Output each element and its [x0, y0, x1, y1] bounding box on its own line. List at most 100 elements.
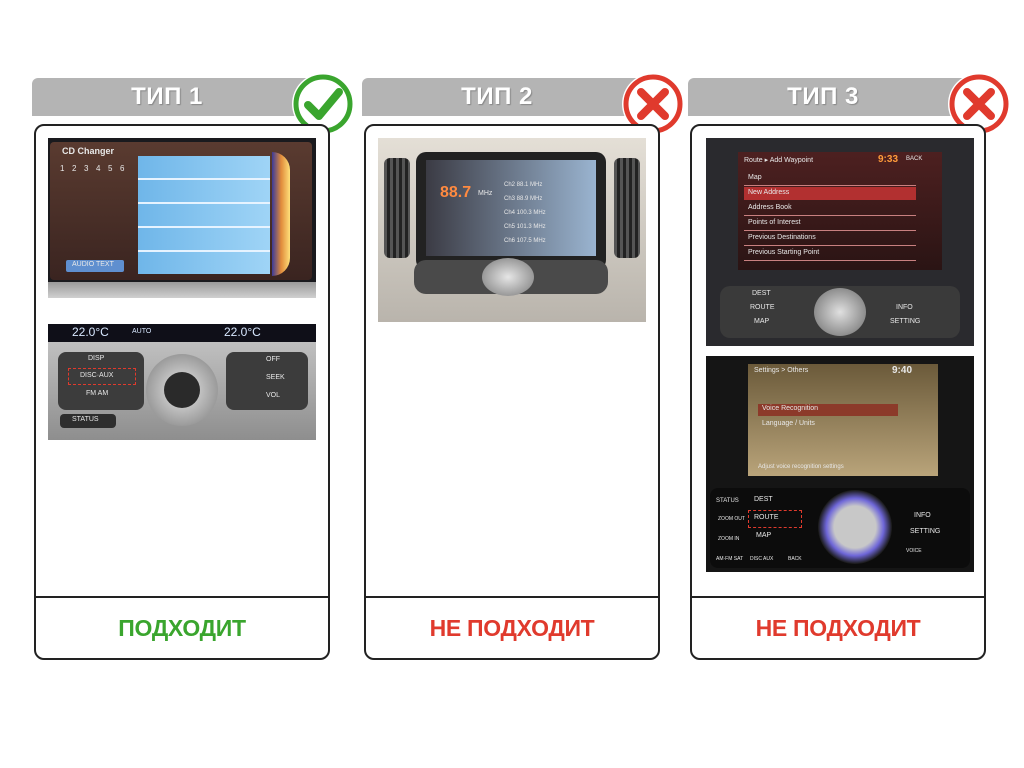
disc-aux-button[interactable]: DISC AUX [750, 556, 774, 562]
info-button[interactable]: INFO [896, 304, 913, 311]
settings-item[interactable]: Language / Units [762, 420, 815, 427]
radio-preset: Ch6 107.5 MHz [504, 238, 546, 244]
status-label: НЕ ПОДХОДИТ [429, 615, 595, 641]
radio-frequency: 88.7 [440, 184, 472, 201]
disc-slot: 5 [108, 164, 113, 173]
nav-menu-item[interactable]: Map [744, 172, 916, 186]
setting-button[interactable]: SETTING [890, 318, 921, 325]
nav-menu-item[interactable]: Points of Interest [744, 217, 916, 231]
nav-menu-item[interactable]: Address Book [744, 202, 916, 216]
disc-slot: 1 [60, 164, 65, 173]
status-label: НЕ ПОДХОДИТ [755, 615, 921, 641]
zoom-in-button[interactable]: ZOOM IN [718, 536, 740, 542]
nav-menu-item-selected[interactable]: New Address [744, 187, 916, 200]
info-button[interactable]: INFO [914, 512, 931, 519]
audio-text-button[interactable]: AUDIO TEXT [66, 260, 124, 272]
disc-aux-button[interactable]: DISC·AUX [80, 372, 114, 379]
fm-am-button[interactable]: FM AM [86, 390, 109, 397]
control-knob[interactable] [146, 354, 218, 426]
disc-slots: 1 2 3 4 5 6 [60, 162, 134, 176]
settings-display: Settings > Others 9:40 Voice Recognition… [748, 364, 938, 476]
settings-title: Settings > Others [754, 367, 809, 374]
radio-display: 88.7 MHz Ch2 88.1 MHz Ch3 88.9 MHz Ch4 1… [426, 160, 596, 256]
radio-preset: Ch3 88.9 MHz [504, 196, 543, 202]
control-knob[interactable] [818, 490, 892, 564]
radio-unit: MHz [478, 190, 493, 197]
status-button[interactable]: STATUS [716, 498, 739, 504]
disc-slot: 2 [72, 164, 77, 173]
map-button[interactable]: MAP [756, 532, 772, 539]
dash-trim [48, 282, 316, 298]
climate-display: 22.0°C AUTO 22.0°C [48, 324, 316, 342]
status-label: ПОДХОДИТ [118, 615, 246, 641]
off-button[interactable]: OFF [266, 356, 280, 363]
card-type-2: 88.7 MHz Ch2 88.1 MHz Ch3 88.9 MHz Ch4 1… [364, 124, 660, 660]
screen-title: CD Changer [62, 146, 115, 156]
climate-mode: AUTO [132, 328, 152, 335]
photo-cd-changer-screen: CD Changer 1 2 3 4 5 6 AUDIO TEXT [48, 138, 316, 298]
tab-label: ТИП 3 [787, 83, 859, 110]
tab-label: ТИП 1 [131, 83, 203, 110]
status-button[interactable]: STATUS [60, 414, 116, 428]
radio-preset: Ch4 100.3 MHz [504, 210, 546, 216]
setting-button[interactable]: SETTING [910, 528, 941, 535]
right-button-cluster: OFF SEEK VOL [226, 352, 308, 410]
check-icon [292, 73, 354, 135]
card-divider [36, 596, 328, 598]
voice-button[interactable]: VOICE [906, 548, 922, 554]
back-button[interactable]: BACK [788, 556, 802, 562]
highlight-disc-aux [68, 368, 136, 385]
route-button[interactable]: ROUTE [750, 304, 775, 311]
disc-slot: 4 [96, 164, 101, 173]
nav-display: Route ▸ Add Waypoint 9:33 BACK Map New A… [738, 152, 942, 270]
card-type-3: Route ▸ Add Waypoint 9:33 BACK Map New A… [690, 124, 986, 660]
card-type-1: CD Changer 1 2 3 4 5 6 AUDIO TEXT 22.0°C… [34, 124, 330, 660]
tab-type-1[interactable]: ТИП 1 [32, 78, 322, 116]
highlight-route [748, 510, 802, 528]
column-type-1: ТИП 1 CD Changer 1 2 3 4 5 6 [32, 0, 354, 768]
temp-left: 22.0°C [72, 325, 109, 339]
am-fm-button[interactable]: AM·FM SAT [716, 556, 744, 562]
settings-item-selected[interactable]: Voice Recognition [758, 404, 898, 416]
vol-button[interactable]: VOL [266, 392, 281, 399]
disp-button[interactable]: DISP [88, 355, 105, 362]
nav-time: 9:33 [878, 154, 899, 165]
screen-scroll-arc [272, 152, 290, 276]
zoom-out-button[interactable]: ZOOM OUT [718, 516, 745, 522]
radio-preset: Ch5 101.3 MHz [504, 224, 546, 230]
button-panel: STATUS DEST ROUTE MAP INFO SETTING ZOOM … [710, 488, 970, 568]
photo-control-panel: 22.0°C AUTO 22.0°C DISP DISC·AUX FM AM S… [48, 324, 316, 440]
column-type-2: ТИП 2 88.7 MHz Ch2 88.1 MHz Ch3 88.9 MHz… [362, 0, 684, 768]
left-button-cluster: DISP DISC·AUX FM AM [58, 352, 144, 410]
card-divider [692, 596, 984, 598]
map-button[interactable]: MAP [754, 318, 770, 325]
screen-list-panel [138, 156, 270, 274]
control-knob[interactable] [814, 288, 866, 336]
photo-nav-screen: Route ▸ Add Waypoint 9:33 BACK Map New A… [706, 138, 974, 346]
tab-label: ТИП 2 [461, 83, 533, 110]
nav-menu-item[interactable]: Previous Starting Point [744, 247, 916, 261]
air-vent-left [384, 158, 410, 258]
button-panel: DEST ROUTE MAP INFO SETTING [720, 286, 960, 338]
tab-type-3[interactable]: ТИП 3 [688, 78, 978, 116]
card-divider [366, 596, 658, 598]
photo-radio-screen: 88.7 MHz Ch2 88.1 MHz Ch3 88.9 MHz Ch4 1… [378, 138, 646, 322]
radio-preset: Ch2 88.1 MHz [504, 182, 543, 188]
nav-menu: Map New Address Address Book Points of I… [744, 172, 916, 266]
disc-slot: 3 [84, 164, 89, 173]
disc-slot: 6 [120, 164, 125, 173]
control-knob[interactable] [482, 258, 534, 296]
tab-type-2[interactable]: ТИП 2 [362, 78, 652, 116]
nav-title: Route ▸ Add Waypoint [744, 157, 814, 164]
screen-bezel: 88.7 MHz Ch2 88.1 MHz Ch3 88.9 MHz Ch4 1… [416, 152, 606, 270]
temp-right: 22.0°C [224, 325, 261, 339]
settings-time: 9:40 [892, 365, 913, 376]
back-button[interactable]: BACK [906, 156, 923, 162]
column-type-3: ТИП 3 Route ▸ Add Waypoint 9:33 BACK Map… [688, 0, 1010, 768]
dest-button[interactable]: DEST [752, 290, 771, 297]
seek-button[interactable]: SEEK [266, 374, 285, 381]
air-vent-right [614, 158, 640, 258]
route-button[interactable]: ROUTE [754, 514, 779, 521]
dest-button[interactable]: DEST [754, 496, 773, 503]
nav-menu-item[interactable]: Previous Destinations [744, 232, 916, 246]
